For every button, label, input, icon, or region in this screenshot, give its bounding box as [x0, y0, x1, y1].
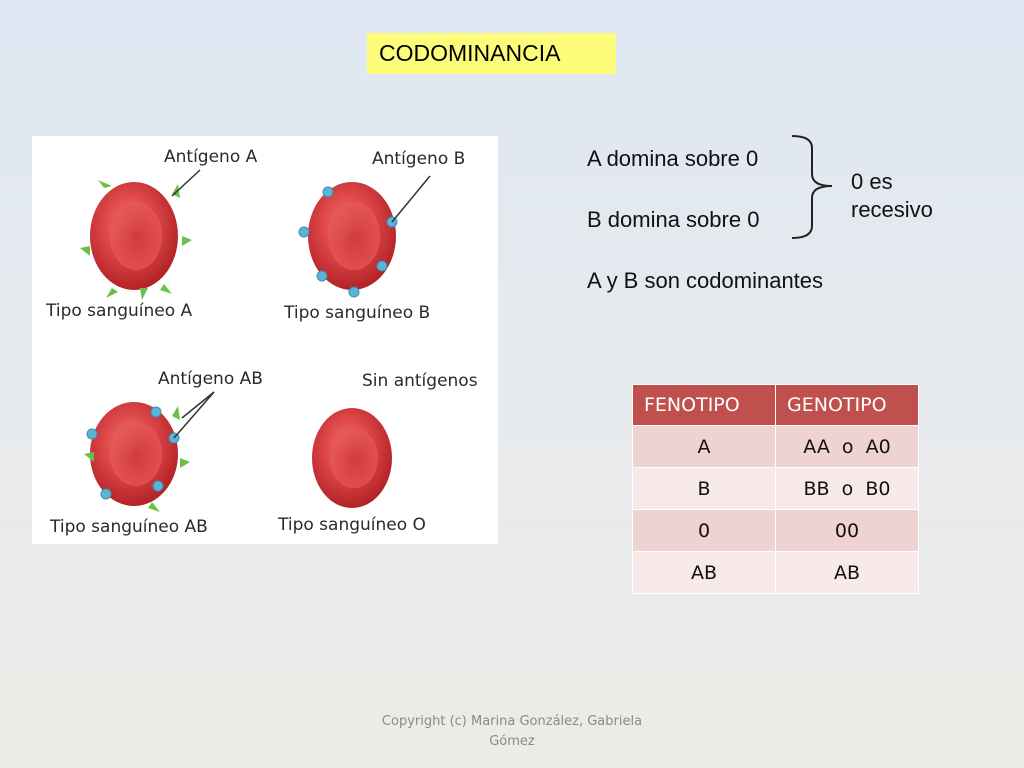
copyright-footer: Copyright (c) Marina González, Gabriela …	[362, 712, 662, 752]
table-header-row: FENOTIPO GENOTIPO	[632, 384, 919, 426]
label-type-ab: Tipo sanguíneo AB	[49, 517, 208, 537]
phenotype-genotype-table: FENOTIPO GENOTIPO A AA o A0 B BB o B0 0 …	[632, 384, 919, 594]
copyright-line-2: Gómez	[489, 734, 535, 749]
genotype-cell: AA o A0	[775, 425, 919, 468]
slide-title: CODOMINANCIA	[367, 33, 616, 74]
red-cell-type-o	[312, 408, 392, 508]
label-antigen-ab: Antígeno AB	[158, 369, 263, 389]
rule-a-dominates: A domina sobre 0	[587, 146, 759, 171]
table-row: AB AB	[632, 551, 919, 594]
table-row: B BB o B0	[632, 467, 919, 510]
rule-b-dominates: B domina sobre 0	[587, 207, 760, 232]
red-cell-type-a	[80, 169, 201, 300]
label-type-a: Tipo sanguíneo A	[45, 301, 193, 321]
label-antigen-a: Antígeno A	[164, 147, 258, 167]
phenotype-cell: 0	[632, 509, 776, 552]
label-type-o: Tipo sanguíneo O	[277, 515, 426, 535]
red-cell-type-ab	[84, 391, 215, 512]
red-cell-type-b	[298, 175, 431, 298]
antigen-b-icon	[298, 186, 398, 298]
blood-type-figure: Antígeno A Antígeno B Tipo sanguíneo A T…	[32, 136, 498, 544]
header-phenotype: FENOTIPO	[632, 384, 776, 426]
phenotype-cell: A	[632, 425, 776, 468]
genotype-cell: BB o B0	[775, 467, 919, 510]
genotype-cell: 00	[775, 509, 919, 552]
genotype-cell: AB	[775, 551, 919, 594]
phenotype-cell: AB	[632, 551, 776, 594]
table-row: A AA o A0	[632, 425, 919, 468]
recessive-line-1: 0 es	[851, 169, 893, 194]
brace-icon	[791, 135, 833, 239]
rule-codominant: A y B son codominantes	[587, 268, 824, 293]
label-type-b: Tipo sanguíneo B	[283, 303, 430, 323]
label-no-antigens: Sin antígenos	[362, 371, 478, 391]
copyright-line-1: Copyright (c) Marina González, Gabriela	[381, 714, 643, 729]
recessive-note: 0 es recesivo	[851, 168, 933, 224]
recessive-line-2: recesivo	[851, 197, 933, 222]
header-genotype: GENOTIPO	[775, 384, 919, 426]
phenotype-cell: B	[632, 467, 776, 510]
table-row: 0 00	[632, 509, 919, 552]
label-antigen-b: Antígeno B	[372, 149, 465, 169]
